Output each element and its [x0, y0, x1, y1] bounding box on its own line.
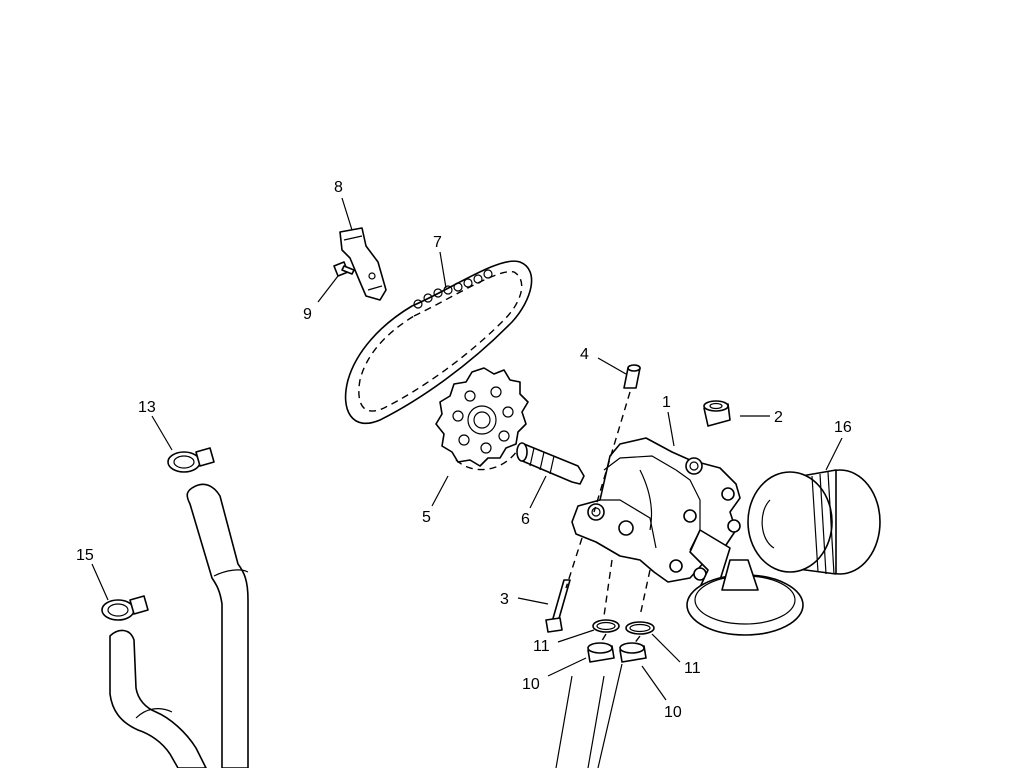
callout-10-left: 10 — [522, 676, 540, 693]
collar-part — [703, 400, 731, 427]
drive-chain-part — [344, 260, 533, 425]
callout-3: 3 — [500, 591, 509, 608]
hose-clamp-part-15 — [101, 595, 149, 621]
callout-8: 8 — [334, 179, 343, 196]
seal-parts — [587, 642, 647, 663]
hose-clamp-part-13 — [167, 447, 215, 473]
callout-2: 2 — [774, 409, 783, 426]
callout-15: 15 — [76, 547, 94, 564]
bolt-part-9 — [333, 261, 355, 277]
callout-4: 4 — [580, 346, 589, 363]
pump-shaft-part — [516, 442, 585, 485]
callout-13: 13 — [138, 399, 156, 416]
callout-11-left: 11 — [533, 638, 550, 655]
callout-7: 7 — [433, 234, 442, 251]
dowel-pin-part — [623, 364, 641, 389]
o-ring-parts — [592, 619, 655, 635]
assembly-guide-lines — [565, 391, 651, 645]
callout-5: 5 — [422, 509, 431, 526]
callout-1: 1 — [662, 394, 671, 411]
callout-11-right: 11 — [684, 660, 701, 677]
oil-filter-part — [747, 469, 881, 575]
callout-16: 16 — [834, 419, 852, 436]
callout-10-right: 10 — [664, 704, 682, 721]
oil-pipe-lines — [555, 663, 623, 769]
chain-guide-bracket-part — [339, 227, 387, 301]
callout-leader-lines — [91, 197, 843, 701]
callout-6: 6 — [521, 511, 530, 528]
callout-9: 9 — [303, 306, 312, 323]
pump-bolt-part — [545, 579, 571, 633]
callout-labels: 1 2 3 4 5 6 7 8 9 10 10 11 11 13 15 16 — [76, 179, 852, 721]
oil-hose-parts — [109, 483, 249, 769]
pump-drive-sprocket-part — [435, 367, 529, 471]
oil-strainer-part — [686, 559, 804, 636]
oil-pump-assembly-part — [571, 437, 741, 607]
